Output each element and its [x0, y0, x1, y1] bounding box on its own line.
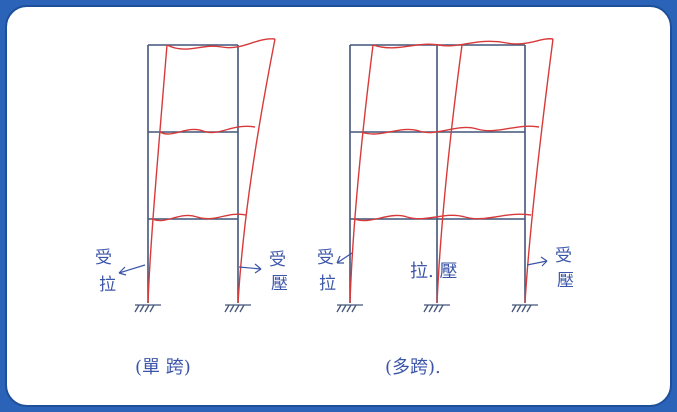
single-bay-left-arrow — [118, 264, 146, 274]
multi-bay-left-arrow — [336, 252, 353, 264]
multi-bay-right-arrow — [526, 260, 548, 266]
single-bay-deformed-left-column — [147, 44, 168, 304]
single-bay-deformed-second — [151, 213, 247, 222]
single-bay-caption: (單 跨) — [135, 357, 191, 378]
multi-bay-right-label-bottom: 壓 — [557, 271, 574, 291]
multi-bay-left-label-bottom: 拉 — [319, 274, 336, 294]
single-bay-frame: 受 拉 受 壓 (單 跨) — [95, 38, 288, 378]
frame-deformation-diagram: 受 拉 受 壓 (單 跨) — [95, 38, 574, 378]
multi-bay-deformed-second — [353, 213, 532, 222]
multi-bay-deformed-right-column — [524, 38, 554, 304]
single-bay-left-label-bottom: 拉 — [99, 275, 116, 295]
multi-bay-deformed-roof — [372, 38, 554, 49]
diagram-panel: 受 拉 受 壓 (單 跨) — [5, 5, 672, 407]
multi-bay-caption: (多跨). — [385, 357, 441, 378]
single-bay-deformed-right-column — [237, 38, 276, 304]
single-bay-left-label-top: 受 — [95, 248, 112, 268]
multi-bay-right-label-top: 受 — [555, 246, 572, 266]
single-bay-right-label-bottom: 壓 — [271, 274, 288, 294]
single-bay-deformed-roof — [166, 38, 276, 50]
multi-bay-frame: 受 拉 拉. 壓 受 壓 (多跨). — [317, 38, 574, 378]
single-bay-right-label-top: 受 — [269, 250, 286, 270]
single-bay-right-arrow — [238, 266, 262, 270]
single-bay-deformed-third — [159, 125, 256, 135]
multi-bay-deformed-middle-column — [436, 44, 463, 304]
multi-bay-middle-label: 拉. 壓 — [410, 261, 457, 282]
multi-bay-left-label-top: 受 — [317, 248, 334, 268]
multi-bay-deformed-left-column — [349, 44, 374, 304]
multi-bay-deformed-third — [360, 125, 540, 135]
